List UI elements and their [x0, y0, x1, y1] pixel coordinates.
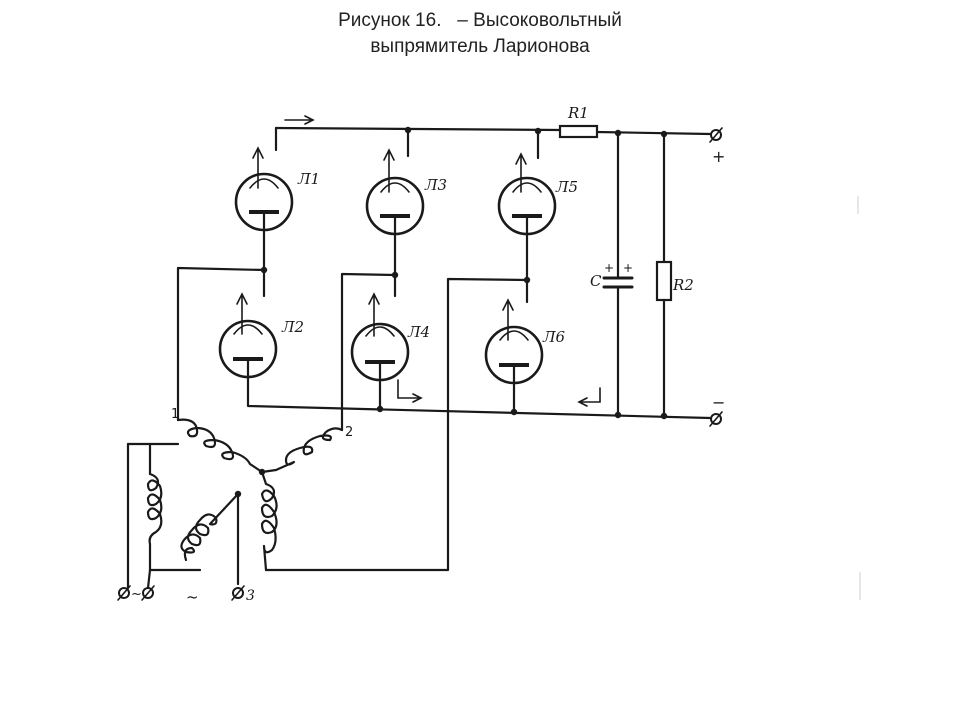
output-terminal-plus: + — [709, 127, 725, 166]
minus-label: − — [712, 393, 725, 412]
input-left-symbol: ~ — [131, 587, 142, 602]
capacitor-c: C + + — [590, 131, 634, 418]
phase-3-label: 3 — [246, 588, 255, 604]
plus-label: + — [712, 147, 725, 166]
c-label: C — [590, 272, 602, 290]
cap-plus-left: + — [604, 261, 614, 275]
cap-plus-right: + — [623, 261, 633, 275]
negative-bus — [246, 376, 712, 420]
tube-l4-label: Л4 — [407, 323, 430, 341]
tube-l1: Л1 — [234, 146, 320, 272]
tube-l1-label: Л1 — [297, 170, 320, 188]
scan-edge-marks — [857, 196, 861, 600]
figure-caption: Рисунок 16. – Высоковольтный выпрямитель… — [0, 8, 960, 60]
phase-wiring — [176, 266, 531, 572]
phase-1-label: 1 — [171, 407, 179, 422]
input-terminals: ~ ~ 3 — [117, 585, 255, 606]
tube-l2: Л2 — [218, 268, 304, 380]
tube-l4: Л4 — [350, 273, 430, 411]
tube-l6-label: Л6 — [542, 328, 566, 346]
tube-l2-label: Л2 — [281, 318, 304, 336]
tube-l3-label: Л3 — [424, 176, 447, 194]
ac-symbol: ~ — [186, 588, 199, 606]
tube-l5-label: Л5 — [555, 178, 578, 196]
caption-line-2: выпрямитель Ларионова — [370, 36, 590, 57]
tube-l6: Л6 — [484, 278, 566, 414]
r2-label: R2 — [672, 276, 694, 294]
r1-label: R1 — [567, 104, 589, 122]
caption-line-1: Рисунок 16. – Высоковольтный — [338, 10, 622, 31]
output-terminal-minus: − — [709, 393, 725, 427]
current-arrow-top — [284, 115, 315, 125]
resistor-r2: R2 — [655, 132, 694, 419]
phase-2-label: 2 — [345, 425, 353, 440]
tube-l3: Л3 — [365, 148, 447, 277]
current-arrow-bottom-1 — [397, 379, 423, 403]
current-arrow-bottom-2 — [577, 387, 601, 407]
tube-l5: Л5 — [497, 152, 578, 282]
transformer-secondary: 1 2 — [171, 407, 353, 572]
positive-bus — [274, 115, 712, 160]
transformer-primary — [126, 442, 242, 590]
resistor-r1: R1 — [558, 104, 599, 139]
